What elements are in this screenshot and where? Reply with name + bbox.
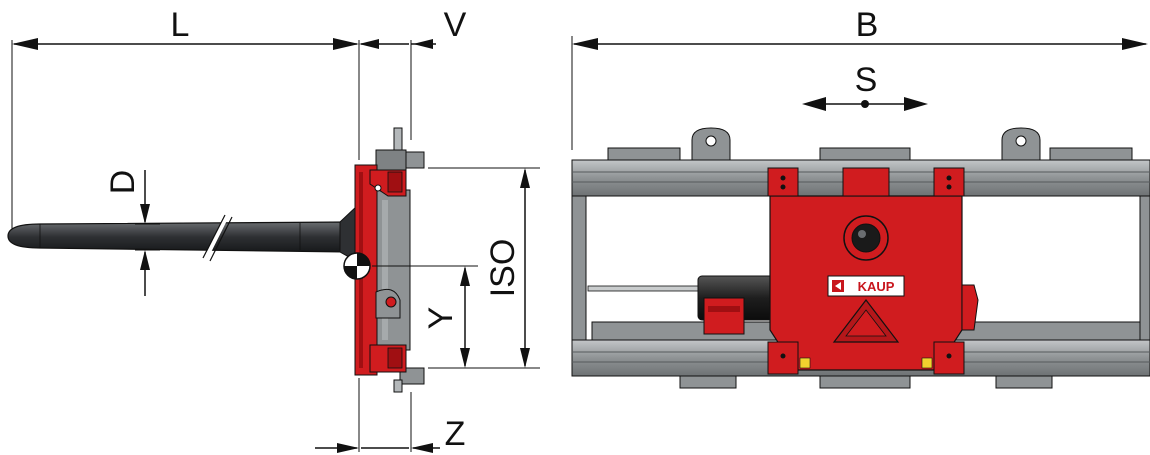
fork-arm [7,203,359,263]
dimension-l: L [12,6,359,50]
label-y: Y [422,307,460,330]
dimension-b: B [571,6,1148,150]
carriage-side [375,127,425,393]
sideshifter-body [767,167,979,375]
dimension-d: D [104,170,160,296]
kaup-logo-text: KAUP [858,279,895,294]
dimension-y: Y [372,265,540,369]
label-s: S [855,61,878,99]
label-iso: ISO [484,239,522,298]
hydraulic-cylinder [587,275,789,335]
carriage-hooks [607,127,1133,163]
label-l: L [171,6,190,44]
kaup-logo: KAUP [827,275,905,297]
dimension-v: V [359,6,467,49]
label-z: Z [445,415,466,453]
front-view: B S [571,6,1150,389]
dimension-s: S [802,61,928,111]
label-d: D [104,170,142,195]
label-v: V [444,6,467,44]
label-b: B [856,6,879,44]
dimension-iso: ISO [428,167,540,368]
center-of-gravity-symbol [343,252,371,280]
dimension-z: Z [315,378,465,453]
side-view: L V D [7,6,540,453]
